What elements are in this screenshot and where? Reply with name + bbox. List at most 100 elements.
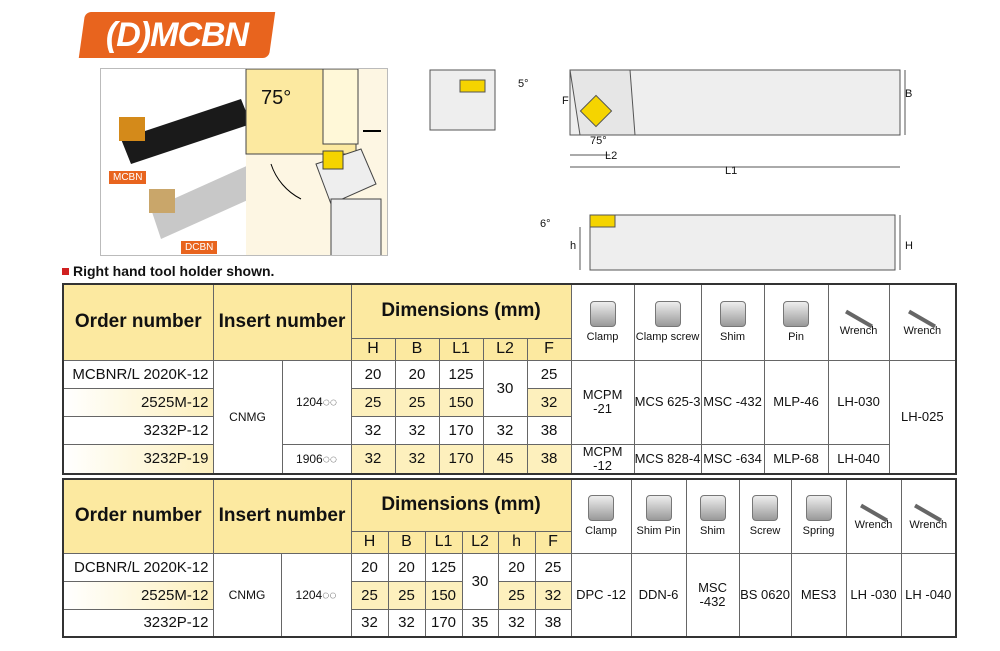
dim-F: 32 [534, 580, 572, 610]
dim-L1: 170 [424, 608, 463, 638]
dim-H: 32 [350, 415, 396, 445]
dim-col-H: H [350, 530, 389, 554]
dim-L1: 150 [438, 387, 484, 417]
part-label: Wrench [839, 324, 878, 337]
dim-col-H: H [350, 337, 396, 361]
wrench-value: LH-025 [888, 359, 957, 474]
dim-col-B: B [394, 337, 440, 361]
dim-B: 32 [394, 443, 440, 474]
part-icon-cell: Spring [790, 478, 847, 554]
dim-col-L1: L1 [438, 337, 484, 361]
order-number-header: Order number [62, 283, 214, 361]
part-icon-cell: Clamp [570, 478, 632, 554]
part-label: Clamp [586, 331, 619, 344]
part-value: MCPM -21 [570, 359, 635, 445]
dim-L1-label: L1 [725, 165, 738, 177]
part-label: Shim Pin [636, 525, 681, 538]
dcbn-tag: DCBN [181, 241, 218, 254]
dim-L2: 32 [482, 415, 528, 445]
dim-col-L1: L1 [424, 530, 463, 554]
dim-B-label: B [905, 88, 913, 100]
title: (D)MCBN [105, 15, 249, 54]
part-value: DPC -12 [570, 552, 632, 638]
part-label: Wrench [909, 518, 948, 531]
dim-col-B: B [387, 530, 426, 554]
dim-L2: 45 [482, 443, 528, 474]
part-value: MSC -634 [700, 443, 765, 474]
part-icon-cell: Wrench [888, 283, 957, 361]
order-number: MCBNR/L 2020K-12 [62, 359, 214, 389]
clamp-icon [589, 301, 616, 328]
mcbn-tag: MCBN [109, 171, 147, 184]
dim-L1: 125 [424, 552, 463, 582]
insert-size: 1204◌◌ [280, 552, 352, 638]
dim-B: 20 [387, 552, 426, 582]
note: Right hand tool holder shown. [62, 263, 274, 279]
part-icon-cell: Shim [700, 283, 765, 361]
order-number: 3232P-19 [62, 443, 214, 474]
dim-L2: 35 [461, 608, 499, 638]
dim-H: 32 [350, 443, 396, 474]
dim-F: 25 [526, 359, 572, 389]
dim-B: 25 [387, 580, 426, 610]
insert-size: 1204◌◌ [281, 359, 352, 445]
dim-h: 32 [497, 608, 536, 638]
insert-number-header: Insert number [212, 478, 352, 554]
part-value: MLP-68 [763, 443, 829, 474]
part-label: Wrench [854, 518, 893, 531]
tool-holder-illustration [119, 69, 387, 255]
dim-H: 25 [350, 580, 389, 610]
dim-B: 32 [387, 608, 426, 638]
dim-B: 32 [394, 415, 440, 445]
dim-F: 25 [534, 552, 572, 582]
part-icon-cell: Shim Pin [630, 478, 687, 554]
dim-col-L2: L2 [482, 337, 528, 361]
dim-L1: 170 [438, 443, 484, 474]
dim-L1: 170 [438, 415, 484, 445]
product-photo: 75° MCBN DCBN [100, 68, 388, 256]
pin-icon [783, 301, 810, 328]
part-label: Screw [749, 525, 781, 538]
dim-col-F: F [526, 337, 572, 361]
dim-F: 32 [526, 387, 572, 417]
order-number: 2525M-12 [62, 387, 214, 417]
dim-col-L2: L2 [461, 530, 499, 554]
part-value: MLP-46 [763, 359, 829, 445]
part-value: LH-030 [827, 359, 890, 445]
insert-size: 1906◌◌ [281, 443, 352, 474]
part-value: DDN-6 [630, 552, 687, 638]
dim-h-label: h [570, 240, 577, 252]
part-icon-cell: Screw [738, 478, 792, 554]
dim-h: 20 [497, 552, 536, 582]
part-value: LH -040 [900, 552, 957, 638]
dim-B: 20 [394, 359, 440, 389]
shim-icon [719, 301, 746, 328]
part-icon-cell: Clamp screw [633, 283, 702, 361]
dim-F: 38 [526, 415, 572, 445]
angle-75-label: 75° [590, 135, 607, 147]
screw-icon [654, 301, 681, 328]
order-number: 3232P-12 [62, 608, 214, 638]
dim-H: 32 [350, 608, 389, 638]
dimensions-header: Dimensions (mm) [350, 478, 572, 532]
dim-F-label: F [562, 95, 569, 107]
clamp-icon [588, 495, 615, 522]
shim-icon [699, 495, 726, 522]
title-banner: (D)MCBN [78, 12, 276, 58]
bullet-icon [62, 267, 69, 275]
dim-L2: 30 [482, 359, 528, 417]
part-icon-cell: Shim [685, 478, 740, 554]
angle-6-label: 6° [540, 218, 551, 230]
shim-pin-icon [645, 495, 672, 522]
dim-h: 25 [497, 580, 536, 610]
dim-L1: 150 [424, 580, 463, 610]
dim-L2-label: L2 [605, 150, 618, 162]
order-number: 2525M-12 [62, 580, 214, 610]
part-icon-cell: Pin [763, 283, 829, 361]
part-value: LH -030 [845, 552, 902, 638]
dim-B: 25 [394, 387, 440, 417]
dim-col-F: F [534, 530, 572, 554]
dim-F: 38 [526, 443, 572, 474]
spring-icon [805, 495, 832, 522]
dim-col-h: h [497, 530, 536, 554]
